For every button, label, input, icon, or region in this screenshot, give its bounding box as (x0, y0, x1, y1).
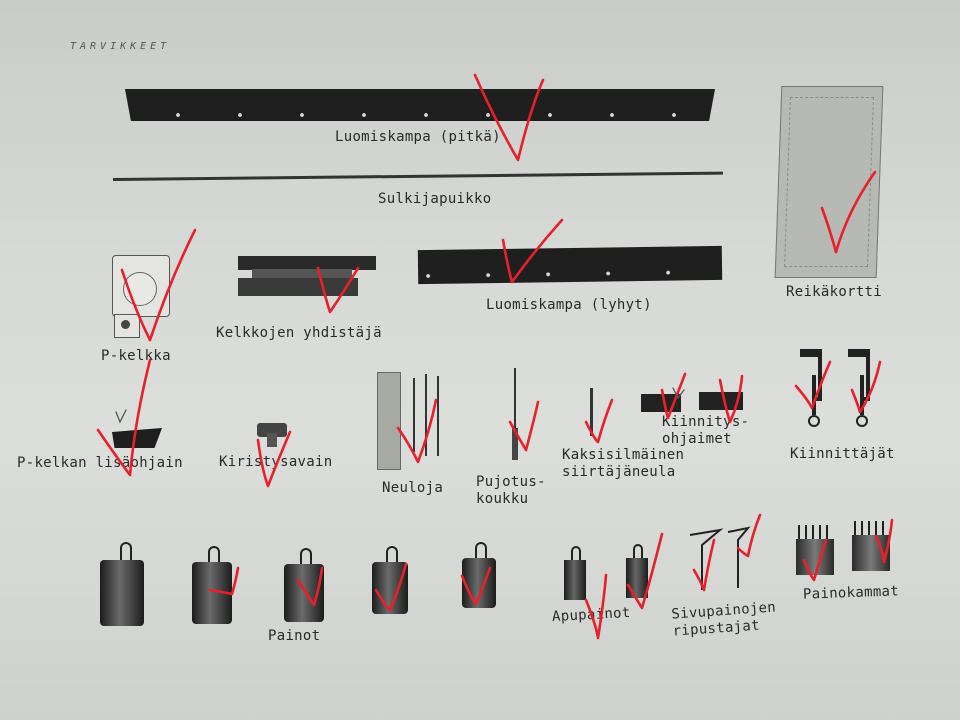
label-short-comb: Luomiskampa (lyhyt) (486, 297, 652, 313)
pencil-check-mark (115, 409, 127, 424)
label-tension-key: Kiristysavain (219, 454, 333, 470)
clamps (800, 349, 870, 427)
aux-weight-1 (564, 546, 586, 600)
weight-4 (372, 546, 408, 614)
label-long-comb: Luomiskampa (pitkä) (335, 129, 501, 145)
label-p-carriage: P-kelkka (101, 348, 171, 364)
label-weight-combs: Painokammat (802, 583, 900, 603)
label-weights: Painot (268, 628, 321, 644)
label-extra-guide: P-kelkan lisäohjain (17, 455, 183, 471)
threading-hook (512, 368, 518, 460)
label-side-hangers: Sivupainojen ripustajat (670, 599, 777, 640)
label-closing-rod: Sulkijapuikko (378, 191, 492, 207)
label-threading-hook: Pujotus- koukku (476, 474, 546, 507)
label-mounting-guides: Kiinnitys- ohjaimet (662, 414, 750, 447)
weight-combs (796, 521, 896, 580)
p-carriage-extra-guide (112, 428, 162, 448)
label-punch-card: Reikäkortti (786, 284, 883, 300)
mounting-guides (641, 390, 751, 416)
p-carriage-base (114, 314, 140, 338)
two-eye-transfer-needle (590, 388, 593, 436)
p-carriage (112, 255, 170, 317)
closing-rod (112, 171, 723, 181)
needles (377, 370, 452, 470)
label-transfer-needle: Kaksisilmäinen siirtäjäneula (562, 447, 685, 480)
short-cast-on-comb (417, 245, 723, 285)
punch-card (774, 86, 884, 278)
section-header: TARVIKKEET (70, 41, 171, 52)
carriage-connector (238, 256, 376, 296)
aux-weight-2 (626, 544, 648, 598)
side-weight-hangers (689, 526, 751, 590)
tension-key (257, 423, 287, 447)
label-needles: Neuloja (382, 480, 444, 496)
weight-2 (192, 546, 232, 624)
label-aux-weights: Apupainot (551, 604, 631, 626)
weight-5 (462, 542, 496, 608)
label-carriage-connector: Kelkkojen yhdistäjä (216, 325, 382, 341)
weight-3 (284, 548, 324, 622)
label-clamps: Kiinnittäjät (790, 446, 895, 462)
long-cast-on-comb (125, 89, 715, 121)
weight-1 (100, 542, 144, 626)
